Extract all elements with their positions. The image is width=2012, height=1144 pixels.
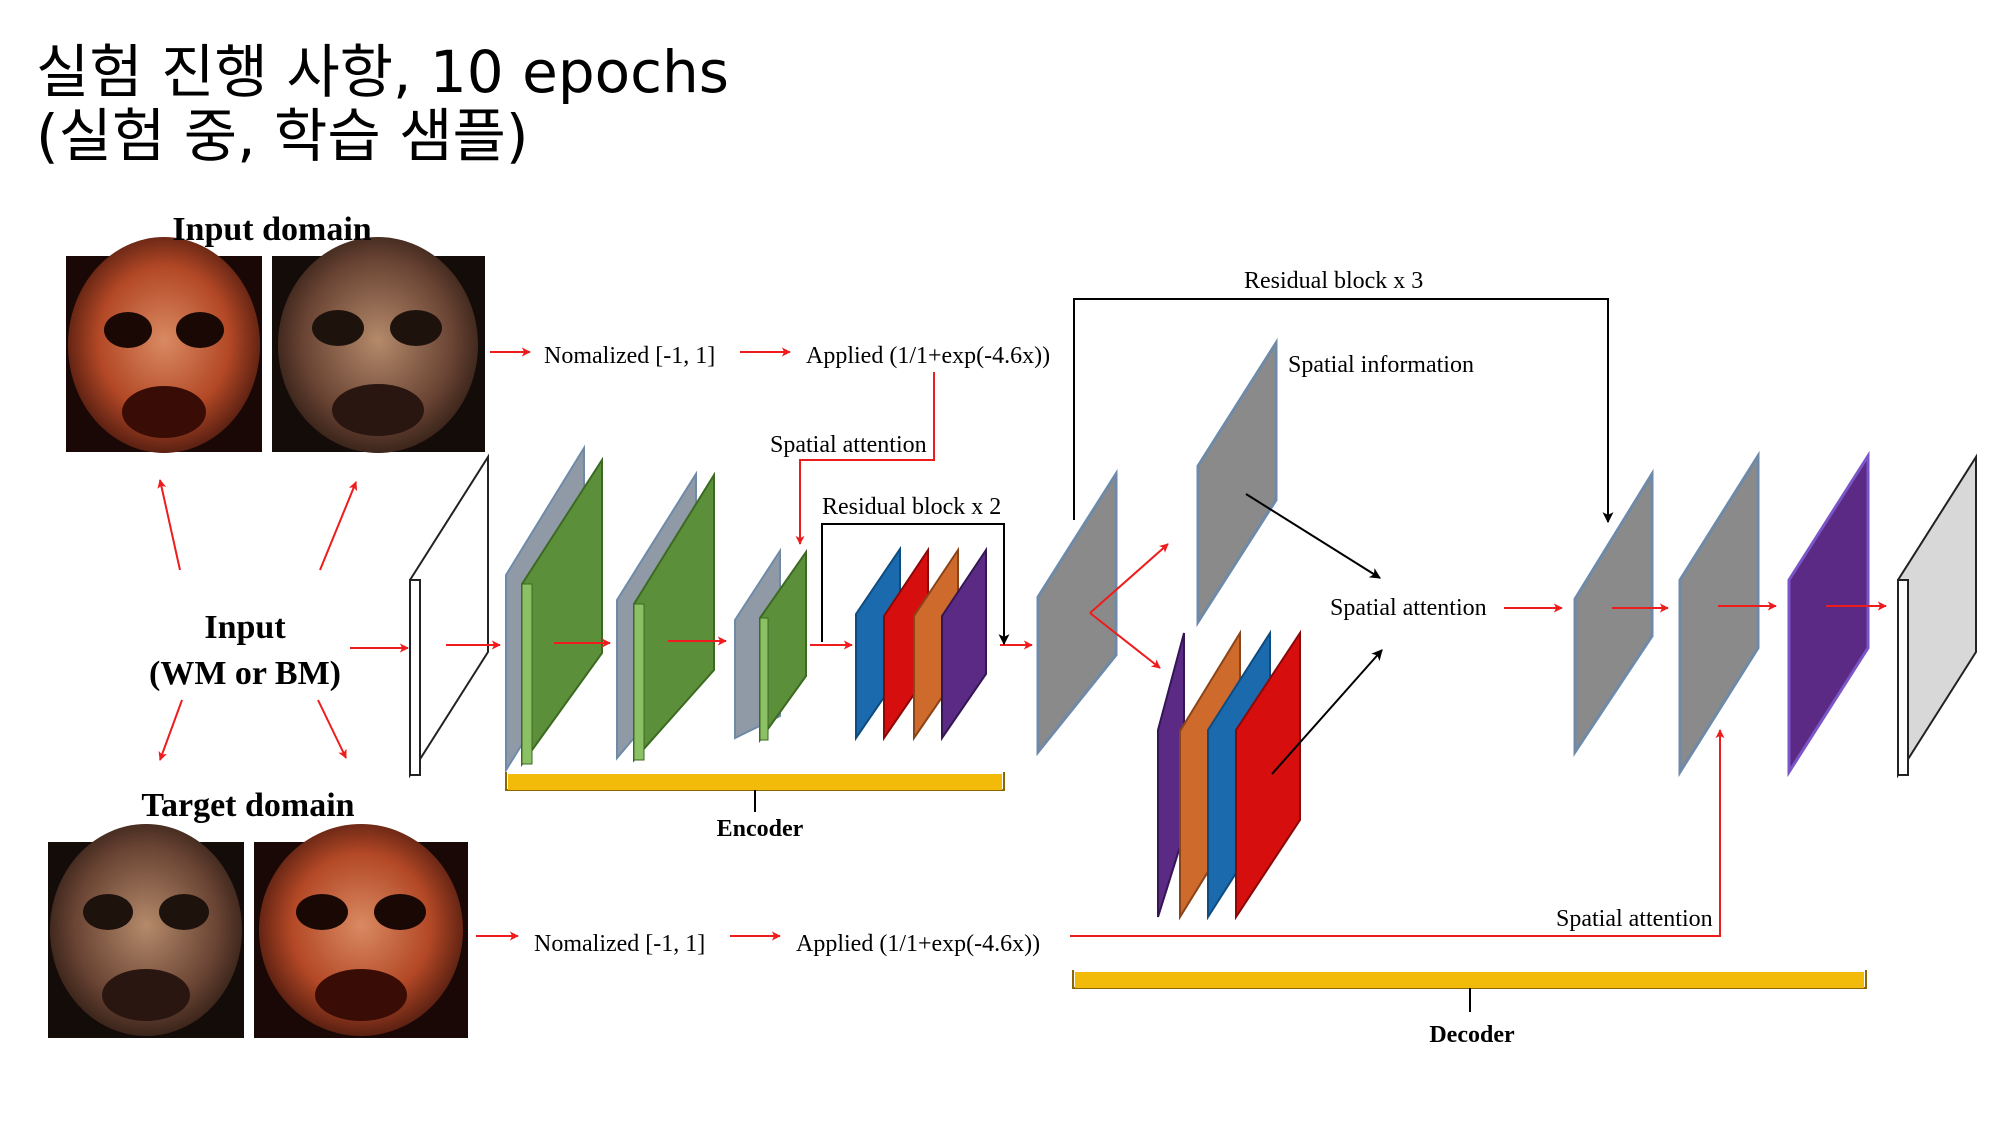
output-layer	[1897, 453, 1977, 779]
spatial-attention-label-middle: Spatial attention	[1330, 595, 1487, 621]
spatial-attention-label-bottom: Spatial attention	[1556, 906, 1713, 932]
input-domain-label: Input domain	[172, 211, 371, 248]
applied-function-label-bottom: Applied (1/1+exp(-4.6x))	[796, 931, 1040, 957]
encoder-conv-block-3	[734, 547, 807, 744]
encoder-conv-block-2	[616, 470, 715, 763]
title-line-2: (실험 중, 학습 샘플)	[36, 102, 529, 170]
target-face-image-2	[254, 824, 468, 1038]
decoder-layer-2	[1678, 450, 1760, 778]
residual-block-x2-label: Residual block x 2	[822, 494, 1001, 520]
encoder-conv-block-1	[505, 444, 603, 774]
decoder-layer-1	[1573, 468, 1654, 757]
residual-block-x3-label: Residual block x 3	[1244, 268, 1423, 294]
encoder-label: Encoder	[717, 816, 804, 842]
bottleneck-layer	[1036, 468, 1118, 757]
normalized-label-bottom: Nomalized [-1, 1]	[534, 931, 705, 957]
input-type-label: (WM or BM)	[149, 655, 341, 692]
spatial-information-layer	[1196, 337, 1278, 628]
normalized-label-top: Nomalized [-1, 1]	[544, 343, 715, 369]
skip-connection-lines	[821, 298, 1614, 775]
encoder-brace	[505, 772, 1005, 812]
input-layer	[409, 453, 489, 779]
decoder-label: Decoder	[1429, 1022, 1515, 1048]
spatial-attention-label-top: Spatial attention	[770, 432, 927, 458]
decoder-layer-3	[1787, 450, 1870, 778]
title-line-1: 실험 진행 사항, 10 epochs	[36, 38, 729, 106]
data-flow-arrows	[157, 347, 1887, 941]
target-face-image-1	[48, 824, 244, 1038]
input-face-image-1	[66, 237, 262, 453]
decoder-brace	[1072, 970, 1867, 1012]
decoder-residual-stack	[1157, 629, 1301, 921]
spatial-information-label: Spatial information	[1288, 352, 1474, 378]
encoder-residual-stack	[855, 545, 987, 742]
input-label: Input	[204, 609, 286, 646]
input-face-image-2	[272, 237, 485, 453]
target-domain-label: Target domain	[141, 787, 354, 824]
slide-title: 실험 진행 사항, 10 epochs (실험 중, 학습 샘플)	[36, 40, 729, 168]
applied-function-label-top: Applied (1/1+exp(-4.6x))	[806, 343, 1050, 369]
